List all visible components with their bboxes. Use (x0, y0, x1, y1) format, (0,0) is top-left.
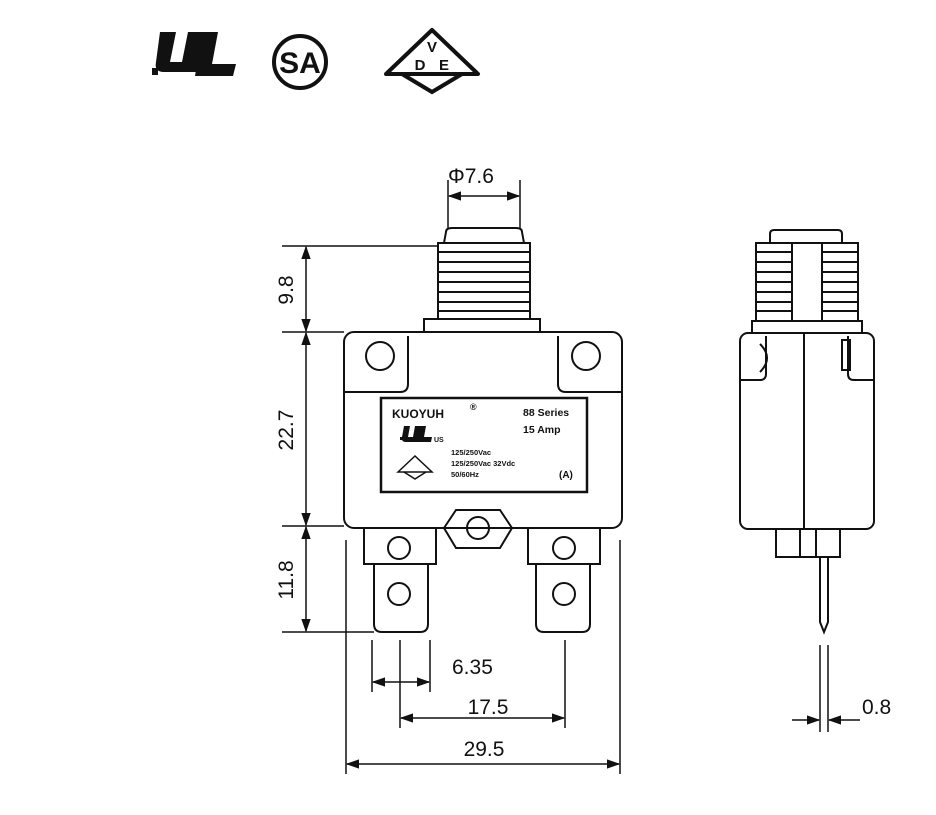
front-view (343, 227, 623, 633)
left-terminal (363, 527, 437, 633)
csa-mark: SA (279, 47, 321, 80)
small-vde-icon (396, 454, 434, 480)
frequency-text: 50/60Hz (451, 470, 479, 479)
dim-button-height: 9.8 (275, 275, 298, 304)
vde-letter-d: D (415, 57, 426, 74)
approval-mark-text: (A) (559, 470, 573, 481)
dimension-lines (282, 180, 860, 774)
vde-letter-e: E (439, 57, 449, 74)
label-plate (379, 396, 589, 494)
ul-listed-icon (152, 32, 236, 76)
brand-name: KUOYUH (392, 407, 444, 421)
dimension-labels: Φ7.6 9.8 22.7 11.8 6.35 17.5 29.5 0.8 (275, 165, 891, 761)
dim-body-height: 22.7 (275, 410, 298, 451)
voltage-ac-text: 125/250Vac (451, 448, 491, 457)
dim-terminal-thickness: 0.8 (862, 696, 891, 719)
housing (343, 331, 623, 549)
small-ul-icon: US (400, 426, 444, 444)
dim-terminal-pitch: 17.5 (468, 696, 509, 719)
dim-terminal-width: 6.35 (452, 656, 493, 679)
series-text: 88 Series (523, 407, 569, 419)
dim-button-diameter: Φ7.6 (448, 165, 494, 188)
ul-us-text: US (434, 437, 444, 444)
csa-icon: SA (272, 34, 328, 90)
vde-icon: V D E (384, 28, 480, 95)
reset-button (423, 227, 541, 333)
rating-text: 15 Amp (523, 424, 561, 436)
vde-letter-v: V (427, 39, 437, 56)
side-view (739, 229, 875, 635)
dim-overall-width: 29.5 (464, 738, 505, 761)
dim-terminal-height: 11.8 (275, 560, 298, 599)
right-terminal (527, 527, 601, 633)
label-text: KUOYUH ® 88 Series 15 Amp US 125/250Vac … (392, 402, 573, 481)
registered-mark: ® (470, 402, 477, 412)
voltage-ac-dc-text: 125/250Vac 32Vdc (451, 459, 515, 468)
